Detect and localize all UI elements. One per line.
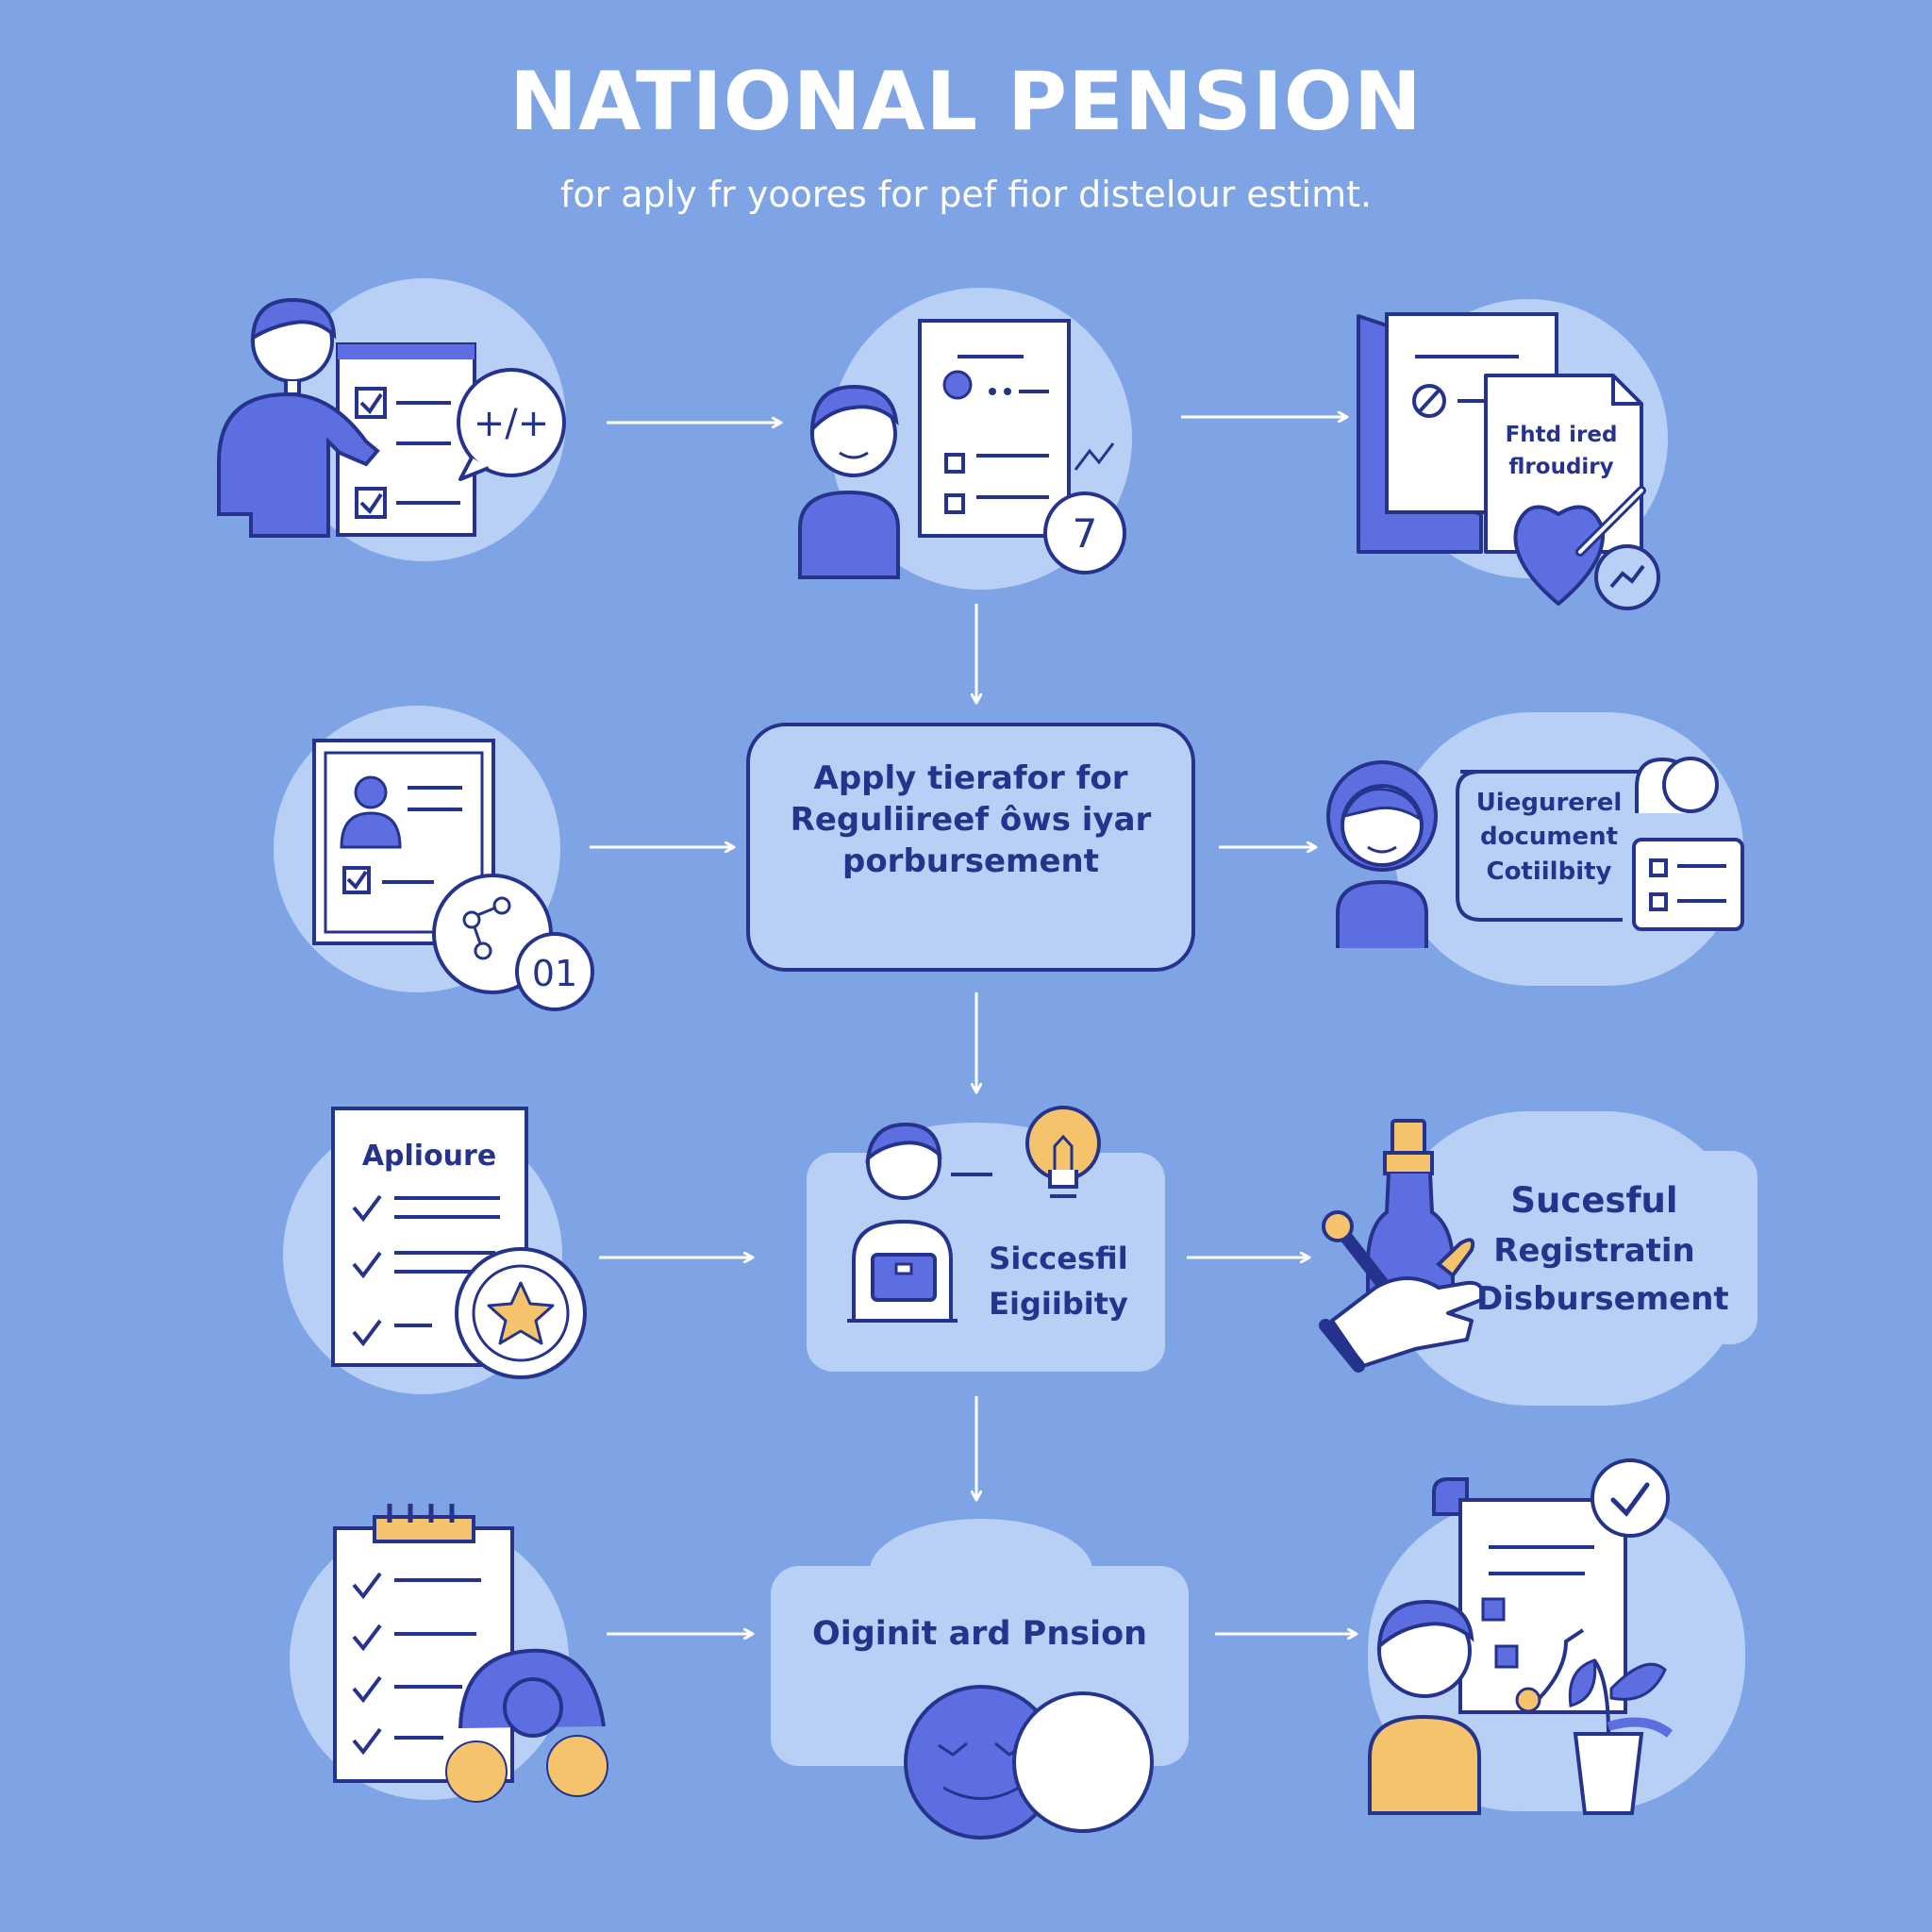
step-11-label-line-1: Oiginit ard Pnsion [811,1615,1148,1653]
step-4-badge: 01 [532,953,577,994]
step-8-label-line-1: Siccesfil [989,1241,1128,1276]
step-9-label-line-3: Disbursement [1476,1279,1729,1318]
step-8-label-line-2: Eigiibity [989,1286,1128,1322]
page-title: NATIONAL PENSION [509,55,1423,149]
step-4-id-card-icon: 01 [274,706,594,1011]
step-12-user-approved-document-icon [1368,1458,1745,1815]
step-9-hand-bottle-icon [1319,1111,1757,1406]
step-6-label-line-2: document [1479,823,1619,852]
step-5-label-line-1: Apply tierafor for [813,759,1128,797]
connector-arrows [590,417,1357,1634]
step-11-coin-face-icon [771,1519,1189,1840]
step-10-clipboard-coins-icon [290,1504,608,1803]
step-5-label: Apply tierafor for Reguliireef ôws iyar … [748,758,1193,883]
step-9-label-line-1: Sucesful [1510,1180,1678,1221]
step-1-user-checklist-icon: +/+ [217,278,566,561]
step-9-label-line-2: Registratin [1493,1231,1695,1270]
step-3-documents-heart-icon: Fhtd ired flroudiry [1357,299,1668,610]
step-7-heading: Aplioure [362,1140,496,1173]
step-6-label-line-3: Cotiilbity [1486,857,1612,886]
step-2-badge: 7 [1073,510,1098,557]
step-3-label-line-1: Fhtd ired [1506,423,1618,447]
step-5-label-line-2: Reguliireef ôws iyar [790,801,1152,840]
page-subtitle: for aply fr yoores for pef fior distelou… [559,174,1373,215]
step-11-label: Oiginit ard Pnsion [771,1613,1189,1657]
step-6-label: Uiegurerel document Cotiilbity [1464,786,1634,889]
step-6-user-certificate-icon [1326,712,1744,986]
step-8-idea-briefcase-icon [807,1106,1165,1372]
step-6-label-line-1: Uiegurerel [1475,789,1623,817]
step-2-user-document-icon: 7 [798,288,1132,590]
step-1-badge: +/+ [474,402,550,445]
step-3-label-line-2: flroudiry [1508,455,1613,479]
step-9-label: Sucesful Registratin Disbursement [1476,1174,1729,1324]
step-8-label: Siccesfil Eigiibity [964,1236,1153,1326]
step-5-card [746,723,1195,972]
step-7-award-document-icon: Aplioure [283,1107,587,1394]
step-5-label-line-3: porbursement [841,842,1100,881]
